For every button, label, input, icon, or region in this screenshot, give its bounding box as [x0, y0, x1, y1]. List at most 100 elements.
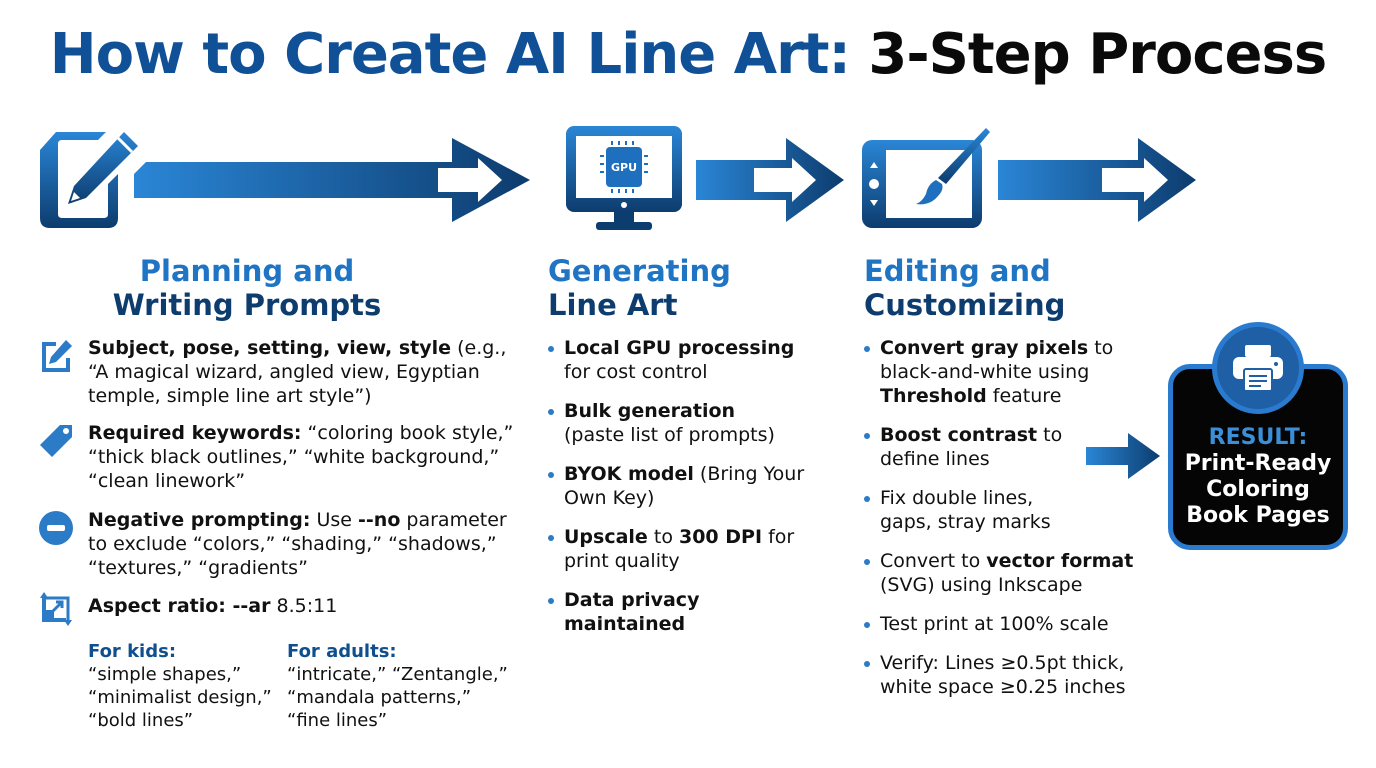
result-line: Book Pages: [1186, 503, 1330, 528]
audience-heading: For adults:: [287, 641, 397, 662]
flow-arrow-3: [998, 138, 1198, 222]
step-3-title: Editing and Customizing: [864, 254, 1065, 322]
bullet-item: Bulk generation (paste list of prompts): [548, 399, 818, 447]
audience-line: “bold lines”: [88, 710, 194, 731]
bullet-dot: [548, 346, 554, 352]
aspect-ratio-icon: [38, 590, 74, 626]
edit-icon: [38, 338, 74, 374]
bullet-item: Convert gray pixels to black-and-white u…: [864, 336, 1124, 408]
bullet-bold-2: Threshold: [880, 385, 987, 407]
gpu-monitor-icon: GPU: [566, 126, 682, 236]
bullet-bold: vector format: [986, 550, 1134, 572]
bullet-text-2: feature: [986, 385, 1062, 407]
document-pencil-icon: [38, 126, 148, 234]
bullet-dot: [548, 598, 554, 604]
prompt-item-aspect: Aspect ratio: --ar 8.5:11: [38, 588, 508, 628]
audience-line: “simple shapes,”: [88, 664, 242, 685]
bullet-bold: BYOK model: [564, 463, 694, 485]
item-text: Use: [310, 509, 359, 531]
result-arrow: [1086, 433, 1162, 479]
bullet-text: (paste list of prompts): [564, 424, 775, 446]
bullet-text: to define lines: [880, 424, 1063, 470]
result-label: RESULT:: [1208, 425, 1308, 450]
audience-line: “fine lines”: [287, 710, 388, 731]
step-1-title: Planning and Writing Prompts: [112, 254, 382, 322]
audience-line: “mandala patterns,”: [287, 687, 472, 708]
tablet-brush-icon: [862, 126, 990, 234]
tag-icon: [38, 423, 74, 459]
bullet-item: BYOK model (Bring Your Own Key): [548, 462, 818, 510]
item-bold: Aspect ratio: --ar: [88, 595, 271, 617]
bullet-item: Local GPU processing for cost control: [548, 336, 818, 384]
item-bold: Subject, pose, setting, view, style: [88, 337, 452, 359]
bullet-dot: [864, 496, 870, 502]
bullet-item: Verify: Lines ≥0.5pt thick, white space …: [864, 651, 1154, 699]
item-bold: Required keywords:: [88, 422, 302, 444]
audience-heading: For kids:: [88, 641, 177, 662]
audience-line: “minimalist design,”: [88, 687, 272, 708]
item-text: 8.5:11: [270, 595, 338, 617]
bullet-dot: [548, 472, 554, 478]
bullet-item: Test print at 100% scale: [864, 612, 1154, 636]
title-part-1: How to Create AI Line Art:: [49, 22, 851, 87]
minus-circle-icon: [38, 510, 74, 546]
bullet-dot: [864, 661, 870, 667]
item-bold-2: --no: [358, 509, 401, 531]
step-2-title-line-2: Line Art: [548, 288, 678, 322]
bullet-dot: [864, 433, 870, 439]
title-part-2: 3-Step Process: [868, 22, 1327, 87]
page-title: How to Create AI Line Art: 3-Step Proces…: [0, 22, 1376, 87]
step-2-bullets: Local GPU processing for cost control Bu…: [548, 336, 818, 651]
bullet-dot: [864, 346, 870, 352]
bullet-bold: Upscale: [564, 526, 648, 548]
flow-arrow-2: [696, 138, 846, 222]
prompt-item-negative: Negative prompting: Use --no parameter t…: [38, 508, 508, 580]
bullet-dot: [864, 622, 870, 628]
bullet-item: Fix double lines, gaps, stray marks: [864, 486, 1084, 534]
flow-arrow-1: [132, 138, 532, 222]
step-1-title-line-1: Planning and: [139, 254, 355, 288]
printer-icon: [1233, 345, 1283, 391]
audience-line: “intricate,” “Zentangle,”: [287, 664, 508, 685]
step-3-bullets: Convert gray pixels to black-and-white u…: [864, 336, 1154, 714]
result-line: Coloring: [1206, 477, 1310, 502]
result-line: Print-Ready: [1184, 451, 1332, 476]
bullet-text: Fix double lines, gaps, stray marks: [880, 487, 1051, 533]
gpu-label: GPU: [611, 161, 637, 174]
item-text: “coloring book style,” “thick black outl…: [88, 422, 514, 492]
step-3-title-line-2: Customizing: [864, 288, 1066, 322]
step-1-title-line-2: Writing Prompts: [112, 288, 382, 322]
step-3-title-line-1: Editing and: [864, 254, 1051, 288]
step-2-title: Generating Line Art: [548, 254, 731, 322]
bullet-item: Data privacy maintained: [548, 588, 708, 636]
bullet-item: Upscale to 300 DPI for print quality: [548, 525, 818, 573]
result-text: RESULT: Print-Ready Coloring Book Pages: [1168, 425, 1348, 529]
bullet-text: to: [647, 526, 679, 548]
item-text: (e.g., “A magical wizard, angled view, E…: [88, 337, 507, 407]
bullet-text: (Bring Your Own Key): [564, 463, 805, 509]
bullet-text: Verify: Lines ≥0.5pt thick, white space …: [880, 652, 1126, 698]
bullet-bold-2: 300 DPI: [678, 526, 763, 548]
item-bold: Negative prompting:: [88, 509, 311, 531]
bullet-dot: [548, 535, 554, 541]
bullet-item: Boost contrast to define lines: [864, 423, 1064, 471]
prompt-item-subject: Subject, pose, setting, view, style (e.g…: [38, 336, 508, 408]
audience-adults: For adults: “intricate,” “Zentangle,” “m…: [287, 640, 508, 732]
item-text-2: parameter to exclude “colors,” “shading,…: [88, 509, 507, 579]
bullet-bold: Bulk generation: [564, 400, 736, 422]
bullet-text-2: (SVG) using Inkscape: [880, 574, 1083, 596]
step-2-title-line-1: Generating: [548, 254, 731, 288]
bullet-text: Convert to: [880, 550, 987, 572]
printer-badge: [1212, 322, 1304, 414]
bullet-text: for cost control: [564, 361, 708, 383]
bullet-bold: Data privacy maintained: [564, 589, 700, 635]
prompt-item-keywords: Required keywords: “coloring book style,…: [38, 421, 513, 493]
audience-kids: For kids: “simple shapes,” “minimalist d…: [88, 640, 272, 732]
bullet-dot: [864, 559, 870, 565]
bullet-item: Convert to vector format (SVG) using Ink…: [864, 549, 1154, 597]
bullet-text-2: for print quality: [564, 526, 795, 572]
bullet-text: Test print at 100% scale: [880, 613, 1109, 635]
bullet-bold: Local GPU processing: [564, 337, 795, 359]
bullet-dot: [548, 409, 554, 415]
bullet-bold: Boost contrast: [880, 424, 1038, 446]
